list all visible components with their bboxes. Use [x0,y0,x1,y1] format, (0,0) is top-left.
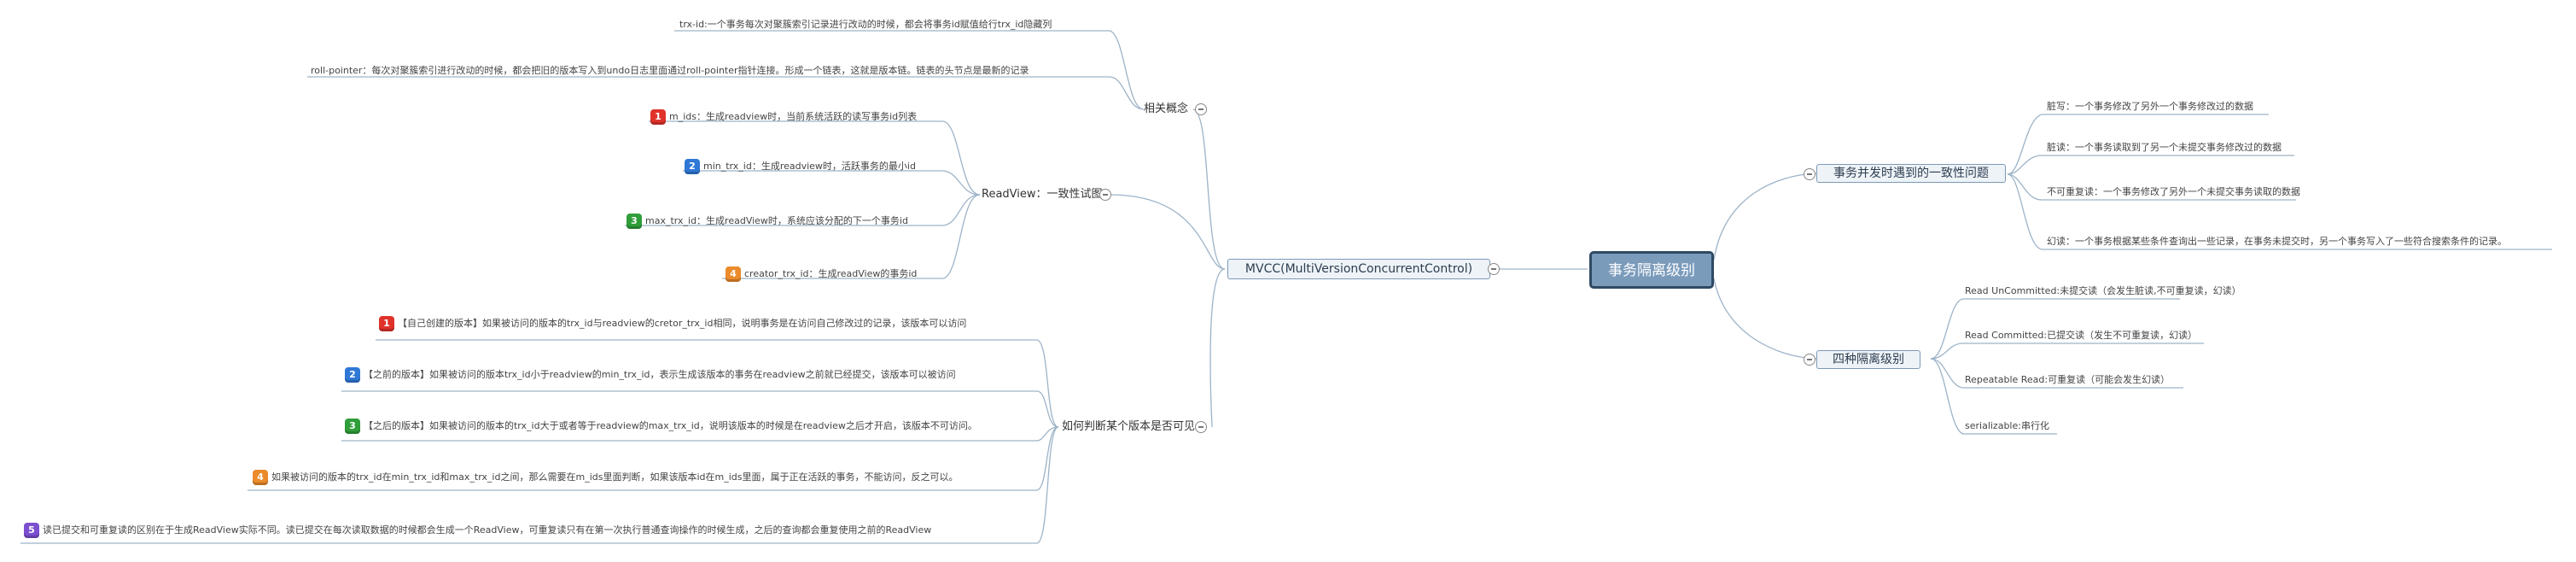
consistency-item-dirty-write[interactable]: 脏写：一个事务修改了另外一个事务修改过的数据 [2047,101,2253,112]
number-1-icon: 1 [650,109,666,125]
level-item-read-uncommitted[interactable]: Read UnCommitted:未提交读（会发生脏读,不可重复读，幻读） [1965,285,2241,296]
number-3-icon: 3 [627,214,642,229]
number-2-icon: 2 [345,367,360,383]
readview-item-creator-trx-id[interactable]: creator_trx_id：生成readView的事务id [744,268,918,279]
number-2-icon: 2 [685,159,700,174]
collapse-icon[interactable] [1488,263,1500,275]
mvcc-node[interactable]: MVCC(MultiVersionConcurrentControl) [1227,259,1490,279]
visibility-item-later-version[interactable]: 【之后的版本】如果被访问的版本的trx_id大于或者等于readview的max… [364,420,977,431]
readview-item-max-trx-id[interactable]: max_trx_id：生成readView时，系统应该分配的下一个事务id [645,215,908,226]
level-item-read-committed[interactable]: Read Committed:已提交读（发生不可重复读，幻读） [1965,330,2198,341]
number-4-icon: 4 [253,470,268,485]
concepts-node[interactable]: 相关概念 [1144,102,1189,115]
number-5-icon: 5 [24,523,39,538]
number-3-icon: 3 [345,419,360,434]
level-item-serializable[interactable]: serializable:串行化 [1965,420,2049,431]
isolation-levels-node[interactable]: 四种隔离级别 [1816,350,1920,369]
visibility-item-earlier-version[interactable]: 【之前的版本】如果被访问的版本trx_id小于readview的min_trx_… [364,369,956,380]
concept-trx-id[interactable]: trx-id:一个事务每次对聚簇索引记录进行改动的时候，都会将事务id赋值给行t… [679,19,1052,30]
readview-node[interactable]: ReadView：一致性试图 [982,188,1103,201]
level-item-repeatable-read[interactable]: Repeatable Read:可重复读（可能会发生幻读） [1965,374,2171,385]
consistency-item-dirty-read[interactable]: 脏读：一个事务读取到了另一个未提交事务修改过的数据 [2047,142,2282,153]
number-1-icon: 1 [379,316,394,331]
visibility-node[interactable]: 如何判断某个版本是否可见 [1062,420,1196,433]
root-node[interactable]: 事务隔离级别 [1589,251,1714,289]
collapse-icon[interactable] [1195,421,1207,433]
concept-roll-pointer[interactable]: roll-pointer：每次对聚簇索引进行改动的时候，都会把旧的版本写入到un… [311,65,1029,76]
consistency-problems-node[interactable]: 事务并发时遇到的一致性问题 [1816,164,2006,183]
visibility-item-between-versions[interactable]: 如果被访问的版本的trx_id在min_trx_id和max_trx_id之间，… [271,471,959,483]
collapse-icon[interactable] [1804,168,1815,180]
visibility-item-rc-vs-rr[interactable]: 读已提交和可重复读的区别在于生成ReadView实际不同。读已提交在每次读取数据… [43,524,932,536]
number-4-icon: 4 [726,266,741,282]
collapse-icon[interactable] [1195,103,1207,115]
readview-item-m-ids[interactable]: m_ids：生成readview时，当前系统活跃的读写事务id列表 [669,111,918,122]
collapse-icon[interactable] [1804,354,1815,366]
consistency-item-nonrepeatable-read[interactable]: 不可重复读：一个事务修改了另外一个未提交事务读取的数据 [2047,186,2300,197]
readview-item-min-trx-id[interactable]: min_trx_id：生成readview时，活跃事务的最小id [703,161,916,172]
visibility-item-own-version[interactable]: 【自己创建的版本】如果被访问的版本的trx_id与readview的cretor… [398,318,967,329]
collapse-icon[interactable] [1099,189,1111,201]
consistency-item-phantom-read[interactable]: 幻读：一个事务根据某些条件查询出一些记录，在事务未提交时，另一个事务写入了一些符… [2047,236,2507,247]
